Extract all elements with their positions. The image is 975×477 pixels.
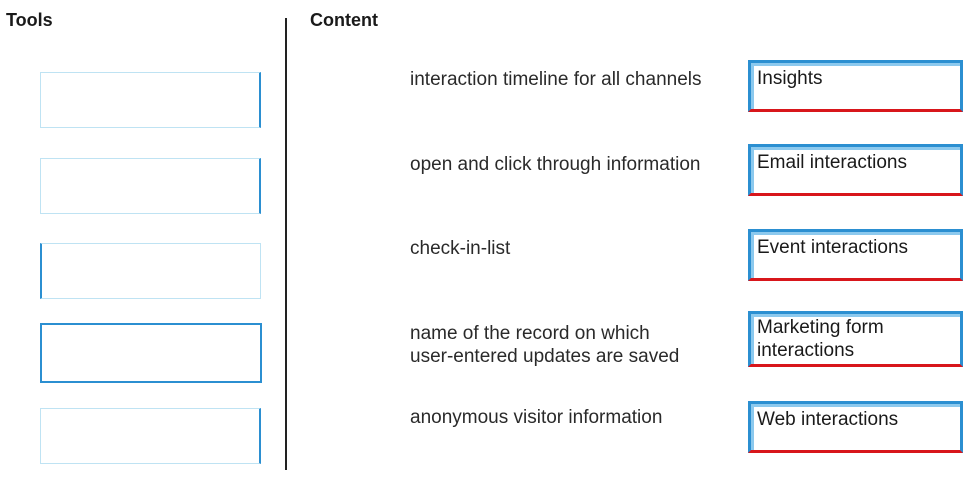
tool-drop-slot-2[interactable] bbox=[40, 158, 261, 214]
column-divider bbox=[285, 18, 287, 470]
content-description-4: name of the record on which user-entered… bbox=[410, 323, 680, 367]
content-description-3: check-in-list bbox=[410, 238, 511, 259]
answer-box-event-interactions[interactable]: Event interactions bbox=[748, 229, 963, 281]
answer-box-marketing-form-interactions[interactable]: Marketing form interactions bbox=[748, 311, 963, 367]
content-heading: Content bbox=[310, 10, 378, 30]
tools-heading: Tools bbox=[6, 10, 53, 30]
content-description-2: open and click through information bbox=[410, 154, 701, 175]
answer-box-insights[interactable]: Insights bbox=[748, 60, 963, 112]
tool-drop-slot-4[interactable] bbox=[40, 323, 262, 383]
content-description-5: anonymous visitor information bbox=[410, 407, 663, 428]
tool-drop-slot-3[interactable] bbox=[40, 243, 261, 299]
tool-drop-slot-1[interactable] bbox=[40, 72, 261, 128]
answer-box-email-interactions[interactable]: Email interactions bbox=[748, 144, 963, 196]
content-description-1: interaction timeline for all channels bbox=[410, 69, 702, 90]
answer-box-web-interactions[interactable]: Web interactions bbox=[748, 401, 963, 453]
tool-drop-slot-5[interactable] bbox=[40, 408, 261, 464]
